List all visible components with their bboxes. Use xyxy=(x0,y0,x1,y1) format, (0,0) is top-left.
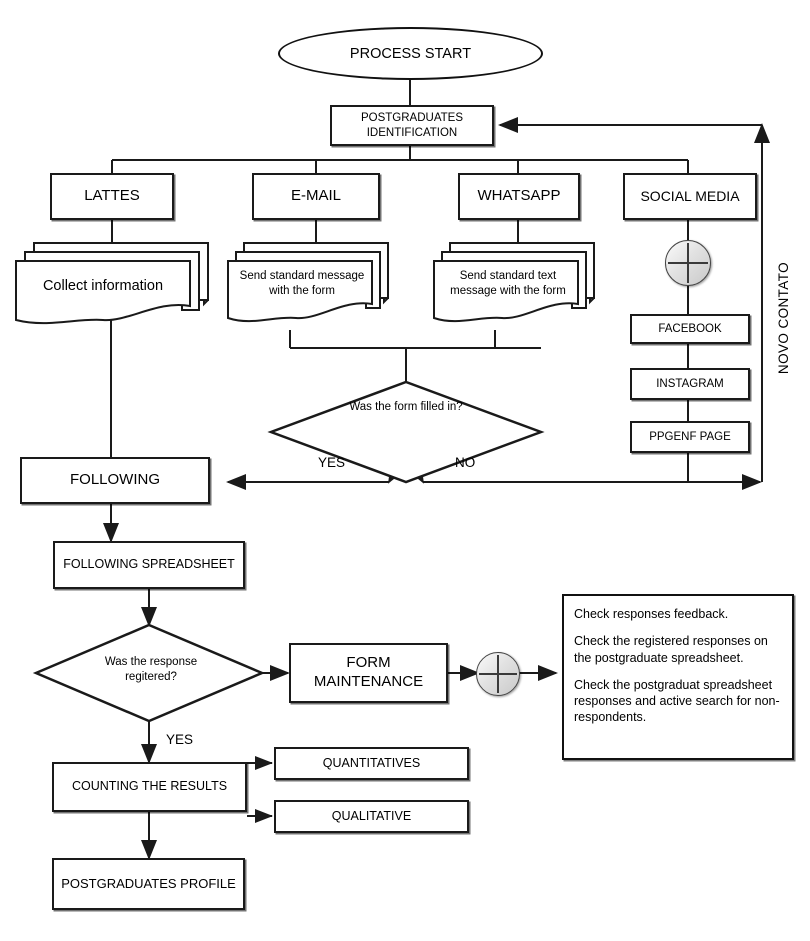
form-maintenance-node[interactable]: FORM MAINTENANCE xyxy=(289,643,448,703)
channel-email-label: E-MAIL xyxy=(290,187,341,205)
result-quantitatives-label: QUANTITATIVES xyxy=(322,755,421,770)
channel-social-media[interactable]: SOCIAL MEDIA xyxy=(623,173,757,220)
decision-form-shape xyxy=(267,380,545,484)
social-page-ppgenf[interactable]: PPGENF PAGE xyxy=(630,421,750,453)
social-page-instagram[interactable]: INSTAGRAM xyxy=(630,368,750,400)
process-start-label: PROCESS START xyxy=(349,45,472,62)
channel-whatsapp[interactable]: WHATSAPP xyxy=(458,173,580,220)
maintenance-checklist-note: Check responses feedback. Check the regi… xyxy=(562,594,794,760)
social-page-facebook[interactable]: FACEBOOK xyxy=(630,314,750,344)
following-spreadsheet-label: FOLLOWING SPREADSHEET xyxy=(63,557,235,572)
social-page-facebook-label: FACEBOOK xyxy=(658,322,722,335)
decision-form-no-label: NO xyxy=(455,455,476,470)
decision-form-label: Was the form filled in? xyxy=(349,401,463,413)
decision-form-yes-label: YES xyxy=(318,455,346,470)
document-collect-information-label: Collect information xyxy=(42,277,164,294)
document-stack-collect-information[interactable]: Collect information xyxy=(8,240,228,332)
following-spreadsheet-node[interactable]: FOLLOWING SPREADSHEET xyxy=(53,541,245,589)
channel-lattes-label: LATTES xyxy=(84,187,140,205)
document-whatsapp-message-label: Send standard text message with the form xyxy=(450,270,566,297)
channel-social-media-label: SOCIAL MEDIA xyxy=(640,187,740,204)
social-page-instagram-label: INSTAGRAM xyxy=(656,377,724,390)
decision-response-yes-label: YES xyxy=(166,732,194,747)
result-qualitative-node[interactable]: QUALITATIVE xyxy=(274,800,469,833)
document-stack-email-message[interactable]: Send standard message with the form xyxy=(222,240,402,332)
form-maintenance-merge-connector-icon xyxy=(476,652,520,696)
counting-results-node[interactable]: COUNTING THE RESULTS xyxy=(52,762,247,812)
result-quantitatives-node[interactable]: QUANTITATIVES xyxy=(274,747,469,780)
loop-novo-contato-label: NOVO CONTATO xyxy=(776,262,791,375)
postgraduates-identification-node[interactable]: POSTGRADUATES IDENTIFICATION xyxy=(330,105,494,146)
social-page-ppgenf-label: PPGENF PAGE xyxy=(649,430,731,443)
note-line-1: Check responses feedback. xyxy=(574,607,729,621)
postgraduates-profile-label: POSTGRADUATES PROFILE xyxy=(61,875,236,891)
following-label: FOLLOWING xyxy=(69,471,160,489)
following-node[interactable]: FOLLOWING xyxy=(20,457,210,504)
form-maintenance-label: FORM MAINTENANCE xyxy=(313,654,424,690)
channel-lattes[interactable]: LATTES xyxy=(50,173,174,220)
result-qualitative-label: QUALITATIVE xyxy=(331,808,412,823)
counting-results-label: COUNTING THE RESULTS xyxy=(71,779,228,794)
process-start-node[interactable]: PROCESS START xyxy=(278,27,543,80)
note-line-3: Check the postgraduat spreadsheet respon… xyxy=(574,677,780,725)
channel-whatsapp-label: WHATSAPP xyxy=(477,187,561,205)
document-email-message-label: Send standard message with the form xyxy=(239,270,365,297)
postgraduates-identification-label: POSTGRADUATES IDENTIFICATION xyxy=(360,112,464,139)
document-stack-whatsapp-message[interactable]: Send standard text message with the form xyxy=(428,240,608,332)
channel-email[interactable]: E-MAIL xyxy=(252,173,380,220)
postgraduates-profile-node[interactable]: POSTGRADUATES PROFILE xyxy=(52,858,245,910)
decision-response-label: Was the response regitered? xyxy=(104,656,198,683)
note-line-2: Check the registered responses on the po… xyxy=(574,634,768,665)
social-media-merge-connector-icon xyxy=(665,240,711,286)
